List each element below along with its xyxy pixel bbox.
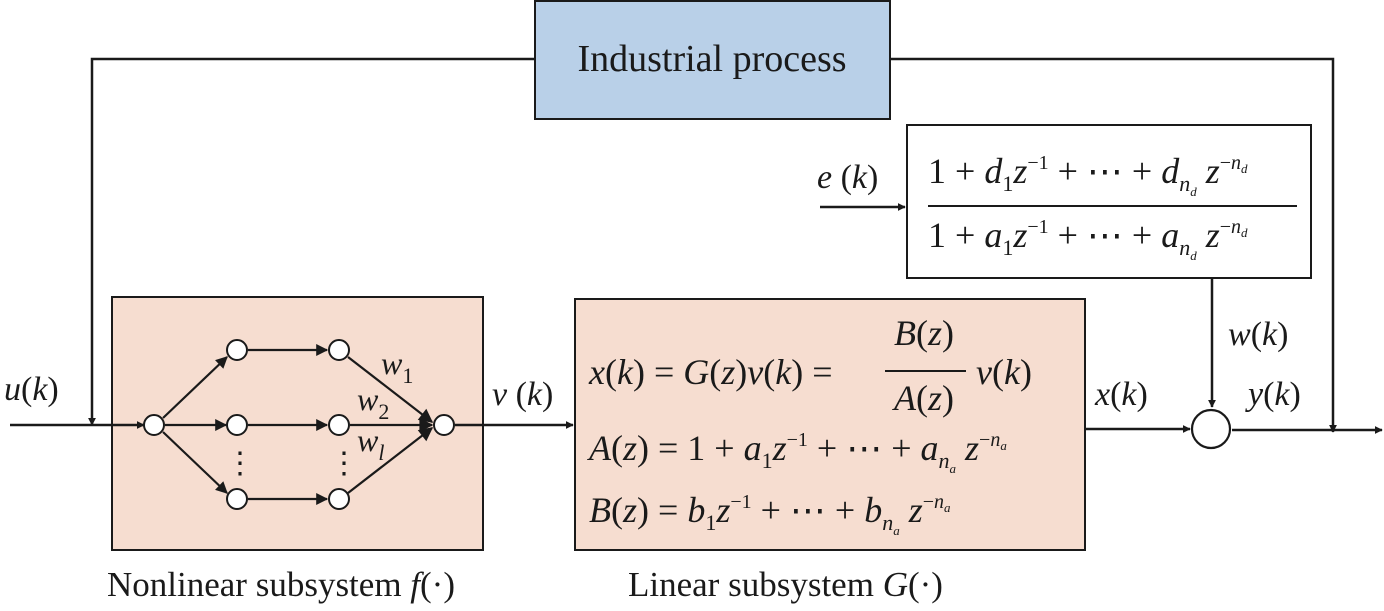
signal-y-label: y(k) <box>1245 376 1301 413</box>
linear-eq1-numerator: B(z) <box>894 313 954 353</box>
process-left-wire <box>88 57 535 426</box>
nonlinear-caption: Nonlinear subsystem f(·) <box>107 565 455 604</box>
process-right-wire <box>890 57 1337 433</box>
linear-eq1-rhs: v(k) <box>976 352 1032 392</box>
linear-eq1-lhs: x(k) = G(z)v(k) = <box>588 352 833 392</box>
nn-input-node <box>143 414 165 436</box>
nn-hidden-node <box>226 488 248 510</box>
neural-network: ⋮ ⋮ <box>143 339 455 510</box>
nn-hidden-node <box>328 414 350 436</box>
industrial-process-box <box>534 0 891 120</box>
noise-filter-box <box>906 124 1312 279</box>
nn-vertical-dots: ⋮ <box>225 447 255 480</box>
industrial-process-label: Industrial process <box>577 38 846 80</box>
nn-vertical-dots: ⋮ <box>329 447 359 480</box>
nonlinear-subsystem-box <box>111 296 484 551</box>
nn-hidden-node <box>226 414 248 436</box>
signal-u-label: u(k) <box>4 371 59 408</box>
signal-x-label: x(k) <box>1094 376 1148 413</box>
nn-hidden-node <box>328 339 350 361</box>
summing-junction <box>1190 408 1232 450</box>
signal-v-label: v (k) <box>492 376 553 413</box>
linear-eq1-denominator: A(z) <box>892 378 954 418</box>
nn-output-node <box>433 414 455 436</box>
nn-hidden-node <box>328 488 350 510</box>
signal-e-label: e (k) <box>817 159 878 196</box>
nn-hidden-node <box>226 339 248 361</box>
signal-w-label: w(k) <box>1228 316 1288 353</box>
linear-subsystem-box <box>574 298 1086 551</box>
linear-caption: Linear subsystem G(·) <box>628 565 943 604</box>
